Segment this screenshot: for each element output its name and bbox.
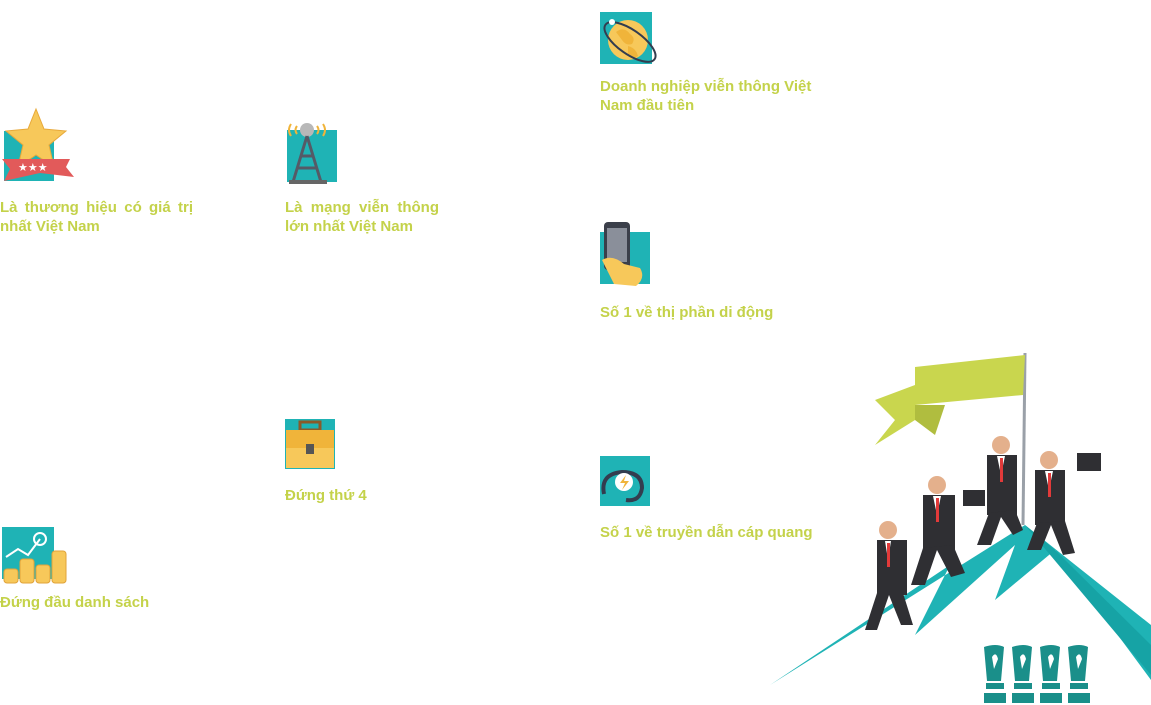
achievement-text: Đứng đầu danh sách	[0, 594, 150, 611]
achievement-text: Doanh nghiệp viễn thông Việt Nam đầu tiê…	[600, 78, 812, 114]
coins-chart-icon	[2, 527, 67, 584]
mobile-phone-icon	[600, 222, 650, 286]
briefcase-icon	[285, 419, 335, 469]
antenna-tower-icon	[287, 123, 337, 184]
achievement-text: Số 1 về thị phần di động	[600, 304, 774, 321]
trophy-icon	[984, 645, 1090, 703]
achievement-text: Đứng thứ 4	[285, 487, 367, 504]
achievement-text: Là thương hiệu có giá trị nhất Việt Nam	[0, 199, 193, 235]
achievement-text: Số 1 về truyền dẫn cáp quang	[600, 524, 813, 541]
mountain-climbers-flag-icon	[770, 352, 1151, 685]
achievement-text: Là mạng viễn thông lớn nhất Việt Nam	[285, 199, 439, 235]
fiber-cable-icon	[600, 456, 650, 506]
star-ribbon-icon: ★★★	[2, 107, 74, 181]
globe-icon	[600, 12, 657, 64]
svg-text:★★★: ★★★	[18, 161, 48, 174]
